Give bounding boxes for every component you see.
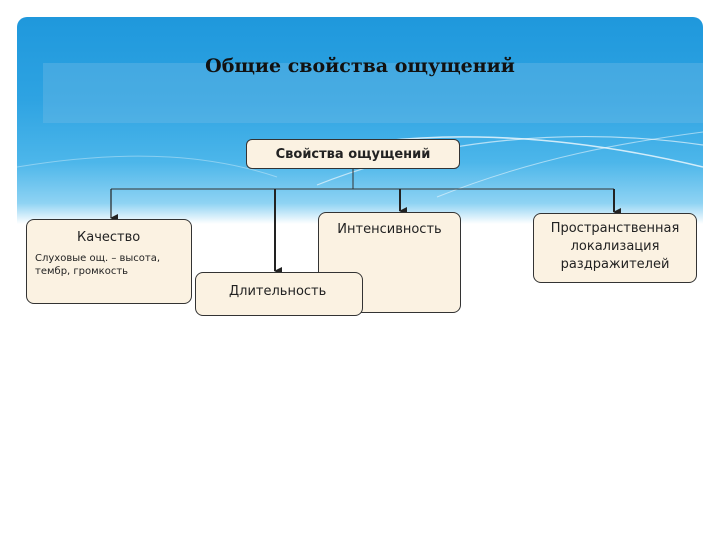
localization-node-label: Пространственная локализация раздражител… xyxy=(550,221,680,272)
quality-node-box: Качество Слуховые ощ. – высота, тембр, г… xyxy=(26,219,192,304)
quality-node-title: Качество xyxy=(77,230,141,245)
title-band xyxy=(43,63,703,123)
quality-node-note: Слуховые ощ. – высота, тембр, громкость xyxy=(35,253,161,277)
intensity-node-label: Интенсивность xyxy=(337,222,442,237)
root-node-label: Свойства ощущений xyxy=(275,146,431,162)
duration-node-box: Длительность xyxy=(195,272,363,316)
slide-title: Общие свойства ощущений xyxy=(205,55,515,77)
localization-node-box: Пространственная локализация раздражител… xyxy=(533,213,697,283)
root-node-box: Свойства ощущений xyxy=(246,139,460,169)
intensity-node-box: Интенсивность xyxy=(318,212,461,313)
duration-node-label: Длительность xyxy=(229,284,327,299)
